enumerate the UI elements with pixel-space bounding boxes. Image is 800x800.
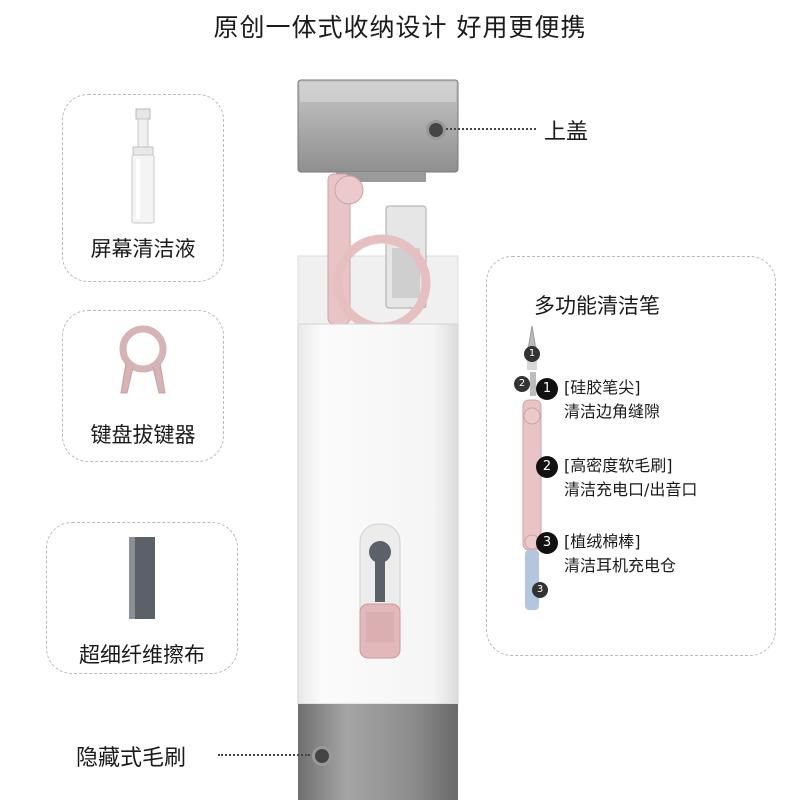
lid-leader-line — [446, 128, 536, 130]
pen-marker-3: 3 — [532, 582, 548, 598]
page-title: 原创一体式收纳设计 好用更便携 — [213, 13, 587, 42]
lid-callout: 上盖 — [544, 120, 589, 145]
brush-leader-line — [218, 754, 310, 756]
feature-desc-3: 清洁耳机充电仓 — [564, 556, 677, 575]
card-key-puller: 键盘拔键器 — [62, 310, 224, 462]
feature-desc-2: 清洁充电口/出音口 — [564, 480, 698, 499]
pen-title: 多功能清洁笔 — [534, 294, 660, 318]
pen-feature-2: 2 [高密度软毛刷] 清洁充电口/出音口 — [536, 454, 698, 502]
feature-desc-1: 清洁边角缝隙 — [564, 402, 661, 421]
pen-feature-1: 1 [硅胶笔尖] 清洁边角缝隙 — [536, 376, 661, 424]
brush-callout: 隐藏式毛刷 — [76, 746, 187, 771]
pen-feature-3: 3 [植绒棉棒] 清洁耳机充电仓 — [536, 530, 677, 578]
pen-marker-1: 1 — [524, 346, 540, 362]
feature-name-1: [硅胶笔尖] — [564, 378, 641, 397]
microfiber-cloth-icon — [129, 537, 155, 619]
brush-marker-dot — [312, 746, 332, 766]
card-microfiber-cloth: 超细纤维擦布 — [46, 522, 238, 674]
card-label-microfiber-cloth: 超细纤维擦布 — [79, 643, 205, 667]
lid-marker-dot — [426, 120, 446, 140]
feature-number-3: 3 — [536, 532, 558, 554]
card-screen-cleaner: 屏幕清洁液 — [62, 94, 224, 282]
card-label-key-puller: 键盘拔键器 — [90, 423, 196, 447]
pen-marker-2: 2 — [514, 376, 530, 392]
key-puller-icon — [119, 325, 167, 394]
feature-number-1: 1 — [536, 378, 558, 400]
card-label-screen-cleaner: 屏幕清洁液 — [90, 237, 196, 261]
feature-name-3: [植绒棉棒] — [564, 532, 641, 551]
spray-bottle-icon — [131, 108, 155, 224]
feature-number-2: 2 — [536, 456, 558, 478]
feature-name-2: [高密度软毛刷] — [564, 456, 673, 475]
